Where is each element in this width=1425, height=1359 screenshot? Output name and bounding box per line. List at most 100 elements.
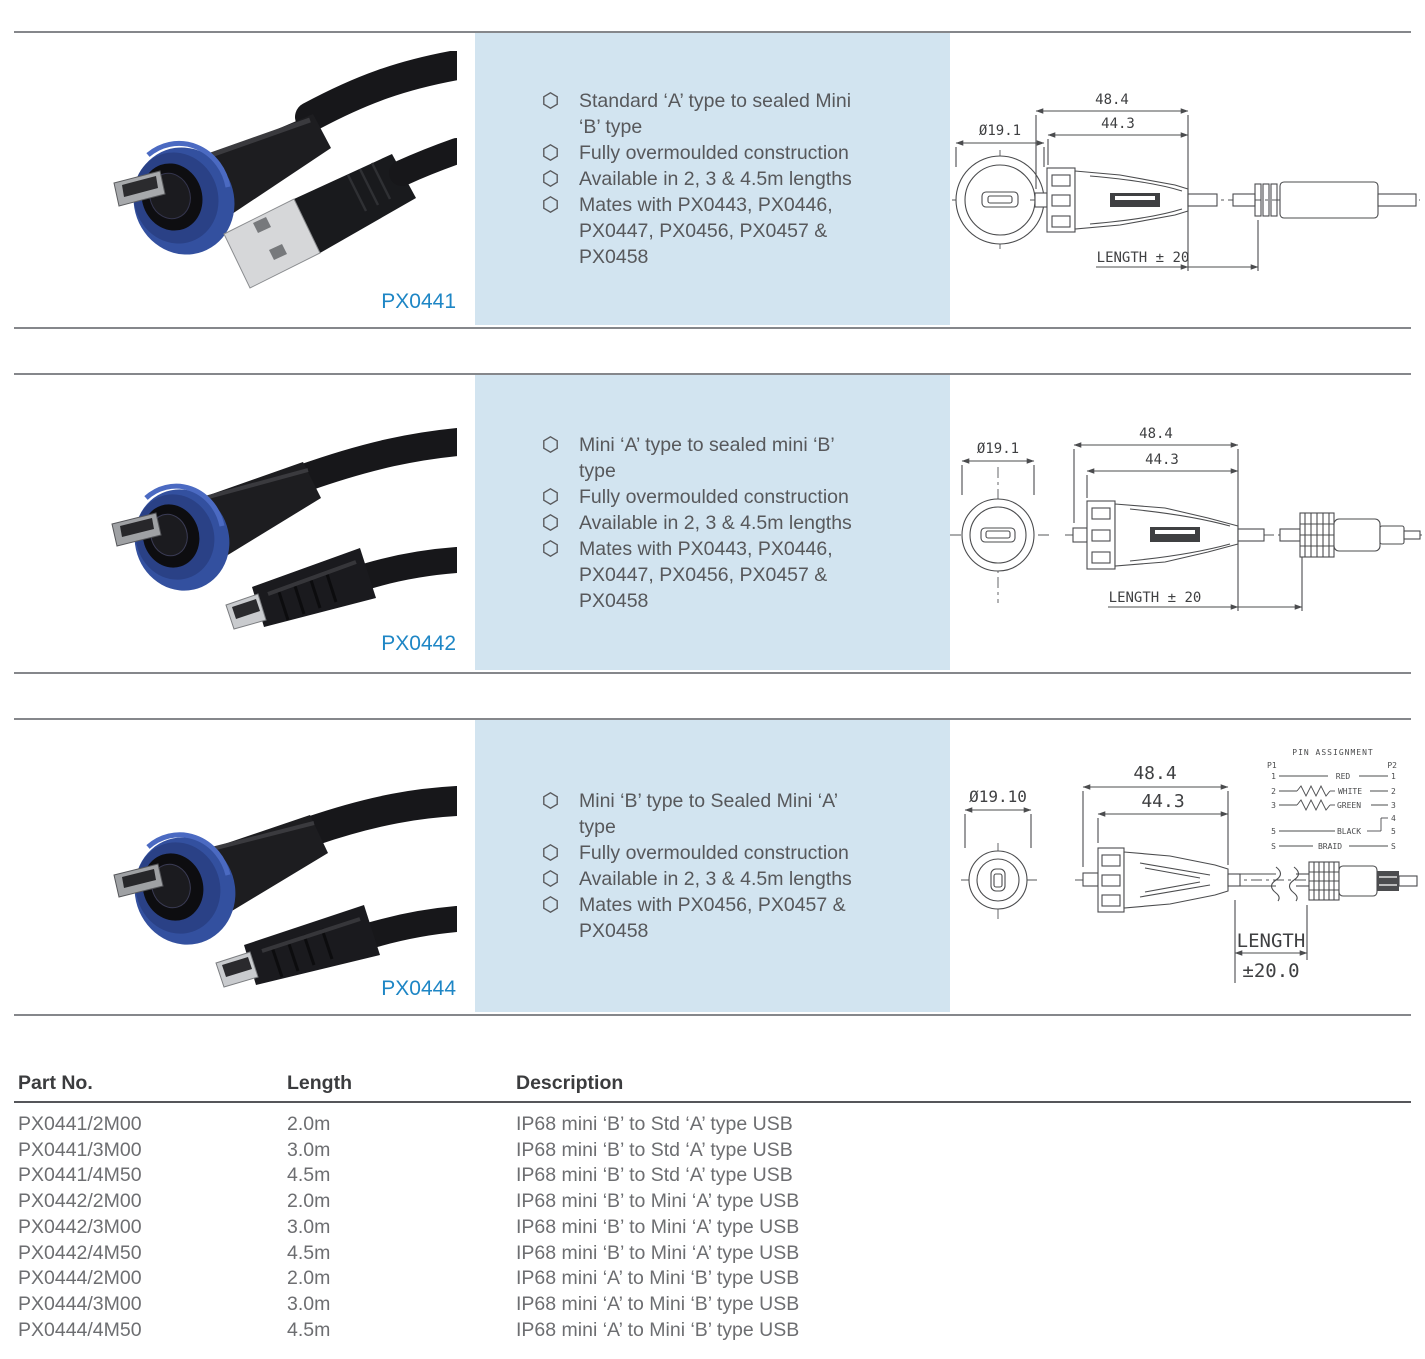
dim-length-label: LENGTH bbox=[1237, 930, 1306, 952]
dim-diameter: Ø19.1 bbox=[979, 123, 1021, 139]
part-no-cell: PX0442/3M00 bbox=[18, 1215, 142, 1238]
part-no-cell: PX0441/4M50 bbox=[18, 1164, 142, 1187]
wire-label: RED bbox=[1336, 772, 1351, 781]
mini-b-side-view bbox=[1279, 512, 1421, 558]
dim-diameter: Ø19.10 bbox=[969, 787, 1027, 806]
table-header-rule bbox=[14, 1101, 1411, 1103]
feature-panel-px0442: Mini ‘A’ type to sealed mini ‘B’ type Fu… bbox=[475, 375, 950, 670]
divider-rule bbox=[14, 718, 1411, 720]
mini-b-connector-photo bbox=[225, 547, 457, 630]
dim-overall-length: 48.4 bbox=[1133, 763, 1176, 784]
length-cell: 3.0m bbox=[287, 1215, 331, 1238]
hexagon-bullet-icon bbox=[543, 844, 558, 861]
wire-label: WHITE bbox=[1338, 787, 1362, 796]
hexagon-bullet-icon bbox=[543, 435, 558, 453]
feature-text: Fully overmoulded construction bbox=[579, 842, 849, 864]
pin-right: 4 bbox=[1391, 814, 1396, 823]
column-header-description: Description bbox=[516, 1072, 624, 1094]
description-cell: IP68 mini ‘B’ to Std ‘A’ type USB bbox=[516, 1164, 793, 1187]
part-no-cell: PX0442/4M50 bbox=[18, 1241, 142, 1264]
table-row: PX0441/3M00 3.0m IP68 mini ‘B’ to Std ‘A… bbox=[14, 1138, 1411, 1164]
overmoulded-connector-photo bbox=[113, 786, 457, 945]
dim-overall-length: 48.4 bbox=[1095, 92, 1129, 108]
pin-left: 3 bbox=[1271, 801, 1276, 810]
wire-label: BLACK bbox=[1337, 827, 1361, 836]
description-cell: IP68 mini ‘A’ to Mini ‘B’ type USB bbox=[516, 1292, 800, 1315]
table-row: PX0444/2M00 2.0m IP68 mini ‘A’ to Mini ‘… bbox=[14, 1266, 1411, 1292]
divider-rule bbox=[14, 31, 1411, 33]
overmoulded-connector-photo bbox=[111, 428, 457, 591]
feature-item: Mini ‘A’ type to sealed mini ‘B’ type bbox=[543, 432, 922, 484]
part-no-cell: PX0444/3M00 bbox=[18, 1292, 142, 1315]
front-view: Ø19.10 bbox=[961, 787, 1037, 919]
hexagon-bullet-icon bbox=[543, 513, 558, 531]
length-cell: 4.5m bbox=[287, 1164, 331, 1187]
feature-item: Available in 2, 3 & 4.5m lengths bbox=[543, 510, 922, 536]
part-no-cell: PX0442/2M00 bbox=[18, 1190, 142, 1213]
description-cell: IP68 mini ‘A’ to Mini ‘B’ type USB bbox=[516, 1267, 800, 1290]
pin-right: 3 bbox=[1391, 801, 1396, 810]
dim-length-tolerance: ±20.0 bbox=[1242, 960, 1299, 982]
pin-right: S bbox=[1391, 842, 1396, 851]
part-no-cell: PX0441/2M00 bbox=[18, 1113, 142, 1135]
feature-item: Fully overmoulded construction bbox=[543, 140, 922, 166]
product-photo-px0444 bbox=[113, 786, 457, 988]
side-view: 48.4 44.3 LENGTH ±20.0 bbox=[1075, 763, 1419, 983]
table-row: PX0441/4M50 4.5m IP68 mini ‘B’ to Std ‘A… bbox=[14, 1163, 1411, 1189]
feature-text: Mates with PX0443, PX0446, PX0447, PX045… bbox=[579, 194, 833, 268]
hexagon-bullet-icon bbox=[543, 487, 558, 505]
product-row-px0441: PX0441 Standard ‘A’ type to sealed Mini … bbox=[0, 31, 1425, 327]
hexagon-bullet-icon bbox=[543, 170, 558, 187]
pin-right: 1 bbox=[1391, 772, 1396, 781]
pin-left: 1 bbox=[1271, 772, 1276, 781]
parts-table: Part No. Length Description PX0441/2M00 … bbox=[14, 1070, 1411, 1343]
description-cell: IP68 mini ‘A’ to Mini ‘B’ type USB bbox=[516, 1318, 800, 1341]
dim-length-tolerance: LENGTH ± 20 bbox=[1109, 590, 1202, 606]
product-row-px0442: PX0442 Mini ‘A’ type to sealed mini ‘B’ … bbox=[0, 373, 1425, 672]
feature-text: Mates with PX0443, PX0446, PX0447, PX045… bbox=[579, 537, 833, 612]
column-header-length: Length bbox=[287, 1072, 352, 1094]
product-photo-px0442 bbox=[111, 428, 457, 630]
pin-assignment-title: PIN ASSIGNMENT bbox=[1292, 748, 1373, 757]
side-view: 48.4 44.3 LENGTH ± 20 bbox=[1065, 426, 1422, 611]
description-cell: IP68 mini ‘B’ to Mini ‘A’ type USB bbox=[516, 1241, 800, 1264]
mini-b-connector-photo bbox=[215, 905, 457, 988]
usb-a-connector-photo bbox=[223, 138, 457, 289]
part-number-label: PX0444 bbox=[381, 977, 456, 1000]
part-number-label: PX0441 bbox=[381, 290, 456, 313]
feature-item: Standard ‘A’ type to sealed Mini ‘B’ typ… bbox=[543, 88, 922, 140]
feature-item: Fully overmoulded construction bbox=[543, 840, 922, 866]
description-cell: IP68 mini ‘B’ to Mini ‘A’ type USB bbox=[516, 1215, 800, 1238]
mini-b-side-view bbox=[1308, 861, 1418, 901]
description-cell: IP68 mini ‘B’ to Std ‘A’ type USB bbox=[516, 1138, 793, 1161]
product-photo-px0441 bbox=[113, 51, 457, 289]
feature-item: Mates with PX0443, PX0446, PX0447, PX045… bbox=[543, 536, 922, 614]
dim-body-length: 44.3 bbox=[1141, 791, 1184, 812]
table-row: PX0444/4M50 4.5m IP68 mini ‘A’ to Mini ‘… bbox=[14, 1318, 1411, 1344]
pin-header-p1: P1 bbox=[1267, 761, 1277, 770]
divider-rule bbox=[14, 672, 1411, 674]
feature-text: Available in 2, 3 & 4.5m lengths bbox=[579, 868, 852, 890]
pin-right: 5 bbox=[1391, 827, 1396, 836]
dim-body-length: 44.3 bbox=[1101, 116, 1135, 132]
hexagon-bullet-icon bbox=[543, 792, 558, 809]
part-number-label: PX0442 bbox=[381, 632, 456, 655]
hexagon-bullet-icon bbox=[543, 539, 558, 557]
description-cell: IP68 mini ‘B’ to Std ‘A’ type USB bbox=[516, 1113, 793, 1135]
part-no-cell: PX0441/3M00 bbox=[18, 1138, 142, 1161]
dim-diameter: Ø19.1 bbox=[977, 441, 1019, 457]
dim-body-length: 44.3 bbox=[1145, 452, 1179, 468]
hexagon-bullet-icon bbox=[543, 144, 558, 161]
dim-overall-length: 48.4 bbox=[1139, 426, 1173, 442]
parts-table-header: Part No. Length Description bbox=[14, 1070, 1411, 1096]
pin-header-p2: P2 bbox=[1387, 761, 1397, 770]
feature-text: Mates with PX0456, PX0457 & PX0458 bbox=[579, 894, 846, 942]
feature-text: Fully overmoulded construction bbox=[579, 142, 849, 164]
length-cell: 2.0m bbox=[287, 1113, 331, 1135]
wire-label: BRAID bbox=[1318, 842, 1342, 851]
feature-text: Fully overmoulded construction bbox=[579, 485, 849, 508]
length-cell: 4.5m bbox=[287, 1318, 331, 1341]
hexagon-bullet-icon bbox=[543, 870, 558, 887]
table-row: PX0444/3M00 3.0m IP68 mini ‘A’ to Mini ‘… bbox=[14, 1292, 1411, 1318]
